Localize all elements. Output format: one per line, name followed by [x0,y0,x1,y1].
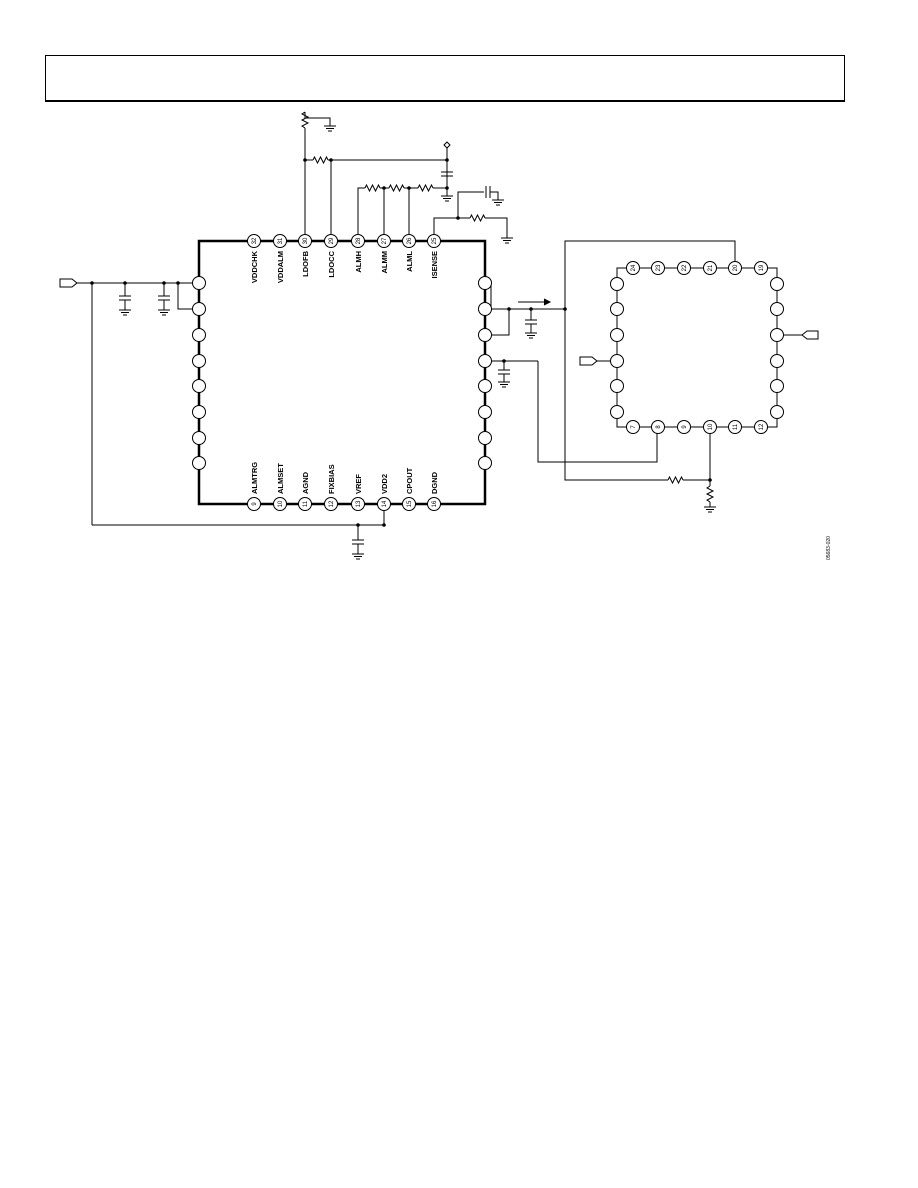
pin-number: 25 [432,237,438,244]
pin-number: 7 [631,425,637,429]
pin-label: LDOFB [301,250,310,276]
sec-bottom-pin: 12 [754,420,768,434]
top-pin: 32 VDDCHK [247,234,261,283]
sec-top-pin: 22 [677,261,691,275]
pin-number: 16 [432,500,438,507]
pin-number: 31 [278,237,284,244]
pin-number: 26 [407,237,413,244]
pin-label: ISENSE [430,251,439,279]
bottom-pin: 13 VREF [351,474,365,511]
pin-number: 8 [656,425,662,429]
pin-number: 30 [303,237,309,244]
pin-label: DGND [430,471,439,494]
top-pin: 31 VDDALM [273,234,287,283]
main-ic-side-pins [192,276,492,470]
pin-number: 19 [759,264,765,271]
bottom-pin: 11 AGND [298,471,312,511]
main-ic-body [197,239,487,506]
top-pin: 26 ALML [402,234,416,272]
pin-label: AGND [301,471,310,494]
pin-label: VDDALM [276,251,285,283]
pin-number: 10 [708,423,714,430]
pin-number: 29 [329,237,335,244]
pin-label: VDD2 [380,474,389,494]
pin-number: 9 [682,425,688,429]
pin-number: 11 [733,423,739,430]
pin-number: 9 [252,502,258,506]
sec-top-pin: 24 [626,261,640,275]
pin-label: LDOCC [327,250,336,277]
pin-label: ALMH [354,251,363,273]
top-pin: 29 LDOCC [324,234,338,278]
pin-number: 12 [759,423,765,430]
pin-label: VDDCHK [250,250,259,283]
secondary-ic-side-pins [610,277,784,419]
bottom-pin: 16 DGND [427,471,441,511]
pin-label: ALMTRG [250,462,259,494]
sec-bottom-pin: 11 [728,420,742,434]
pin-label: VREF [354,474,363,494]
bottom-pin: 12 FIXBIAS [324,464,338,511]
pin-number: 13 [356,500,362,507]
top-pin: 30 LDOFB [298,234,312,277]
pin-number: 14 [382,500,388,507]
pin-number: 24 [631,264,637,271]
sec-bottom-pin: 7 [626,420,640,434]
pin-number: 27 [382,237,388,244]
secondary-ic-bottom-pins: 7 8 9 10 11 12 [626,420,768,434]
pin-number: 21 [708,264,714,271]
top-pin: 27 ALMM [377,234,391,274]
bottom-pin: 10 ALMSET [273,463,287,511]
sec-bottom-pin: 10 [703,420,717,434]
pin-number: 12 [329,500,335,507]
sec-top-pin: 19 [754,261,768,275]
pin-number: 28 [356,237,362,244]
top-pin: 25 ISENSE [427,234,441,279]
pin-number: 32 [252,237,258,244]
pin-number: 15 [407,500,413,507]
pin-number: 11 [303,500,309,507]
sec-top-pin: 23 [651,261,665,275]
pin-label: ALMM [380,251,389,274]
sec-bottom-pin: 9 [677,420,691,434]
bottom-pin: 14 VDD2 [377,474,391,511]
pin-label: ALML [405,251,414,272]
bottom-pin: 9 ALMTRG [247,462,261,511]
figure-id: 05683-020 [826,536,832,560]
main-ic-top-pins: 32 VDDCHK 31 VDDALM 30 LDOFB 29 LDOCC 28… [247,234,441,283]
pin-number: 20 [733,264,739,271]
pin-label: CPOUT [405,467,414,494]
sec-top-pin: 20 [728,261,742,275]
pin-number: 10 [278,500,284,507]
pin-number: 23 [656,264,662,271]
pin-label: ALMSET [276,463,285,494]
pin-number: 22 [682,264,688,271]
pin-label: FIXBIAS [327,464,336,494]
top-pin: 28 ALMH [351,234,365,273]
page-header-box [45,55,845,102]
main-ic-bottom-pins: 9 ALMTRG 10 ALMSET 11 AGND 12 FIXBIAS 13… [247,462,441,511]
sec-bottom-pin: 8 [651,420,665,434]
secondary-ic-top-pins: 24 23 22 21 20 19 [626,261,768,275]
bottom-pin: 15 CPOUT [402,467,416,511]
secondary-ic-body [616,267,778,428]
sec-top-pin: 21 [703,261,717,275]
